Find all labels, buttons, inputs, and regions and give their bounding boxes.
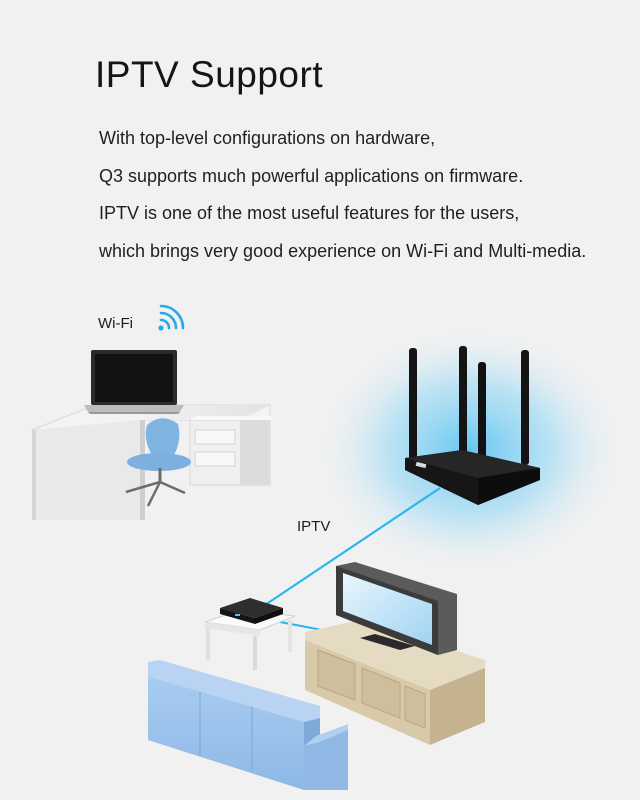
wifi-label: Wi-Fi [98,315,133,332]
tv-icon [336,562,457,655]
feature-description: With top-level configurations on hardwar… [99,120,586,270]
iptv-label: IPTV [297,518,331,535]
description-line-4: which brings very good experience on Wi-… [99,240,587,261]
description-line-3: IPTV is one of the most useful features … [99,203,520,223]
tv-cabinet [305,620,485,745]
router-glow [320,330,620,570]
laptop-icon [84,350,184,414]
description-line-1: With top-level configurations on hardwar… [99,128,436,148]
wifi-signal-icon [158,304,185,331]
sofa [148,660,348,790]
description-line-2: Q3 supports much powerful applications o… [99,165,524,186]
set-top-box-icon [204,598,296,670]
router-icon [405,346,540,505]
office-chair [125,418,191,507]
page-title: IPTV Support [95,54,324,95]
